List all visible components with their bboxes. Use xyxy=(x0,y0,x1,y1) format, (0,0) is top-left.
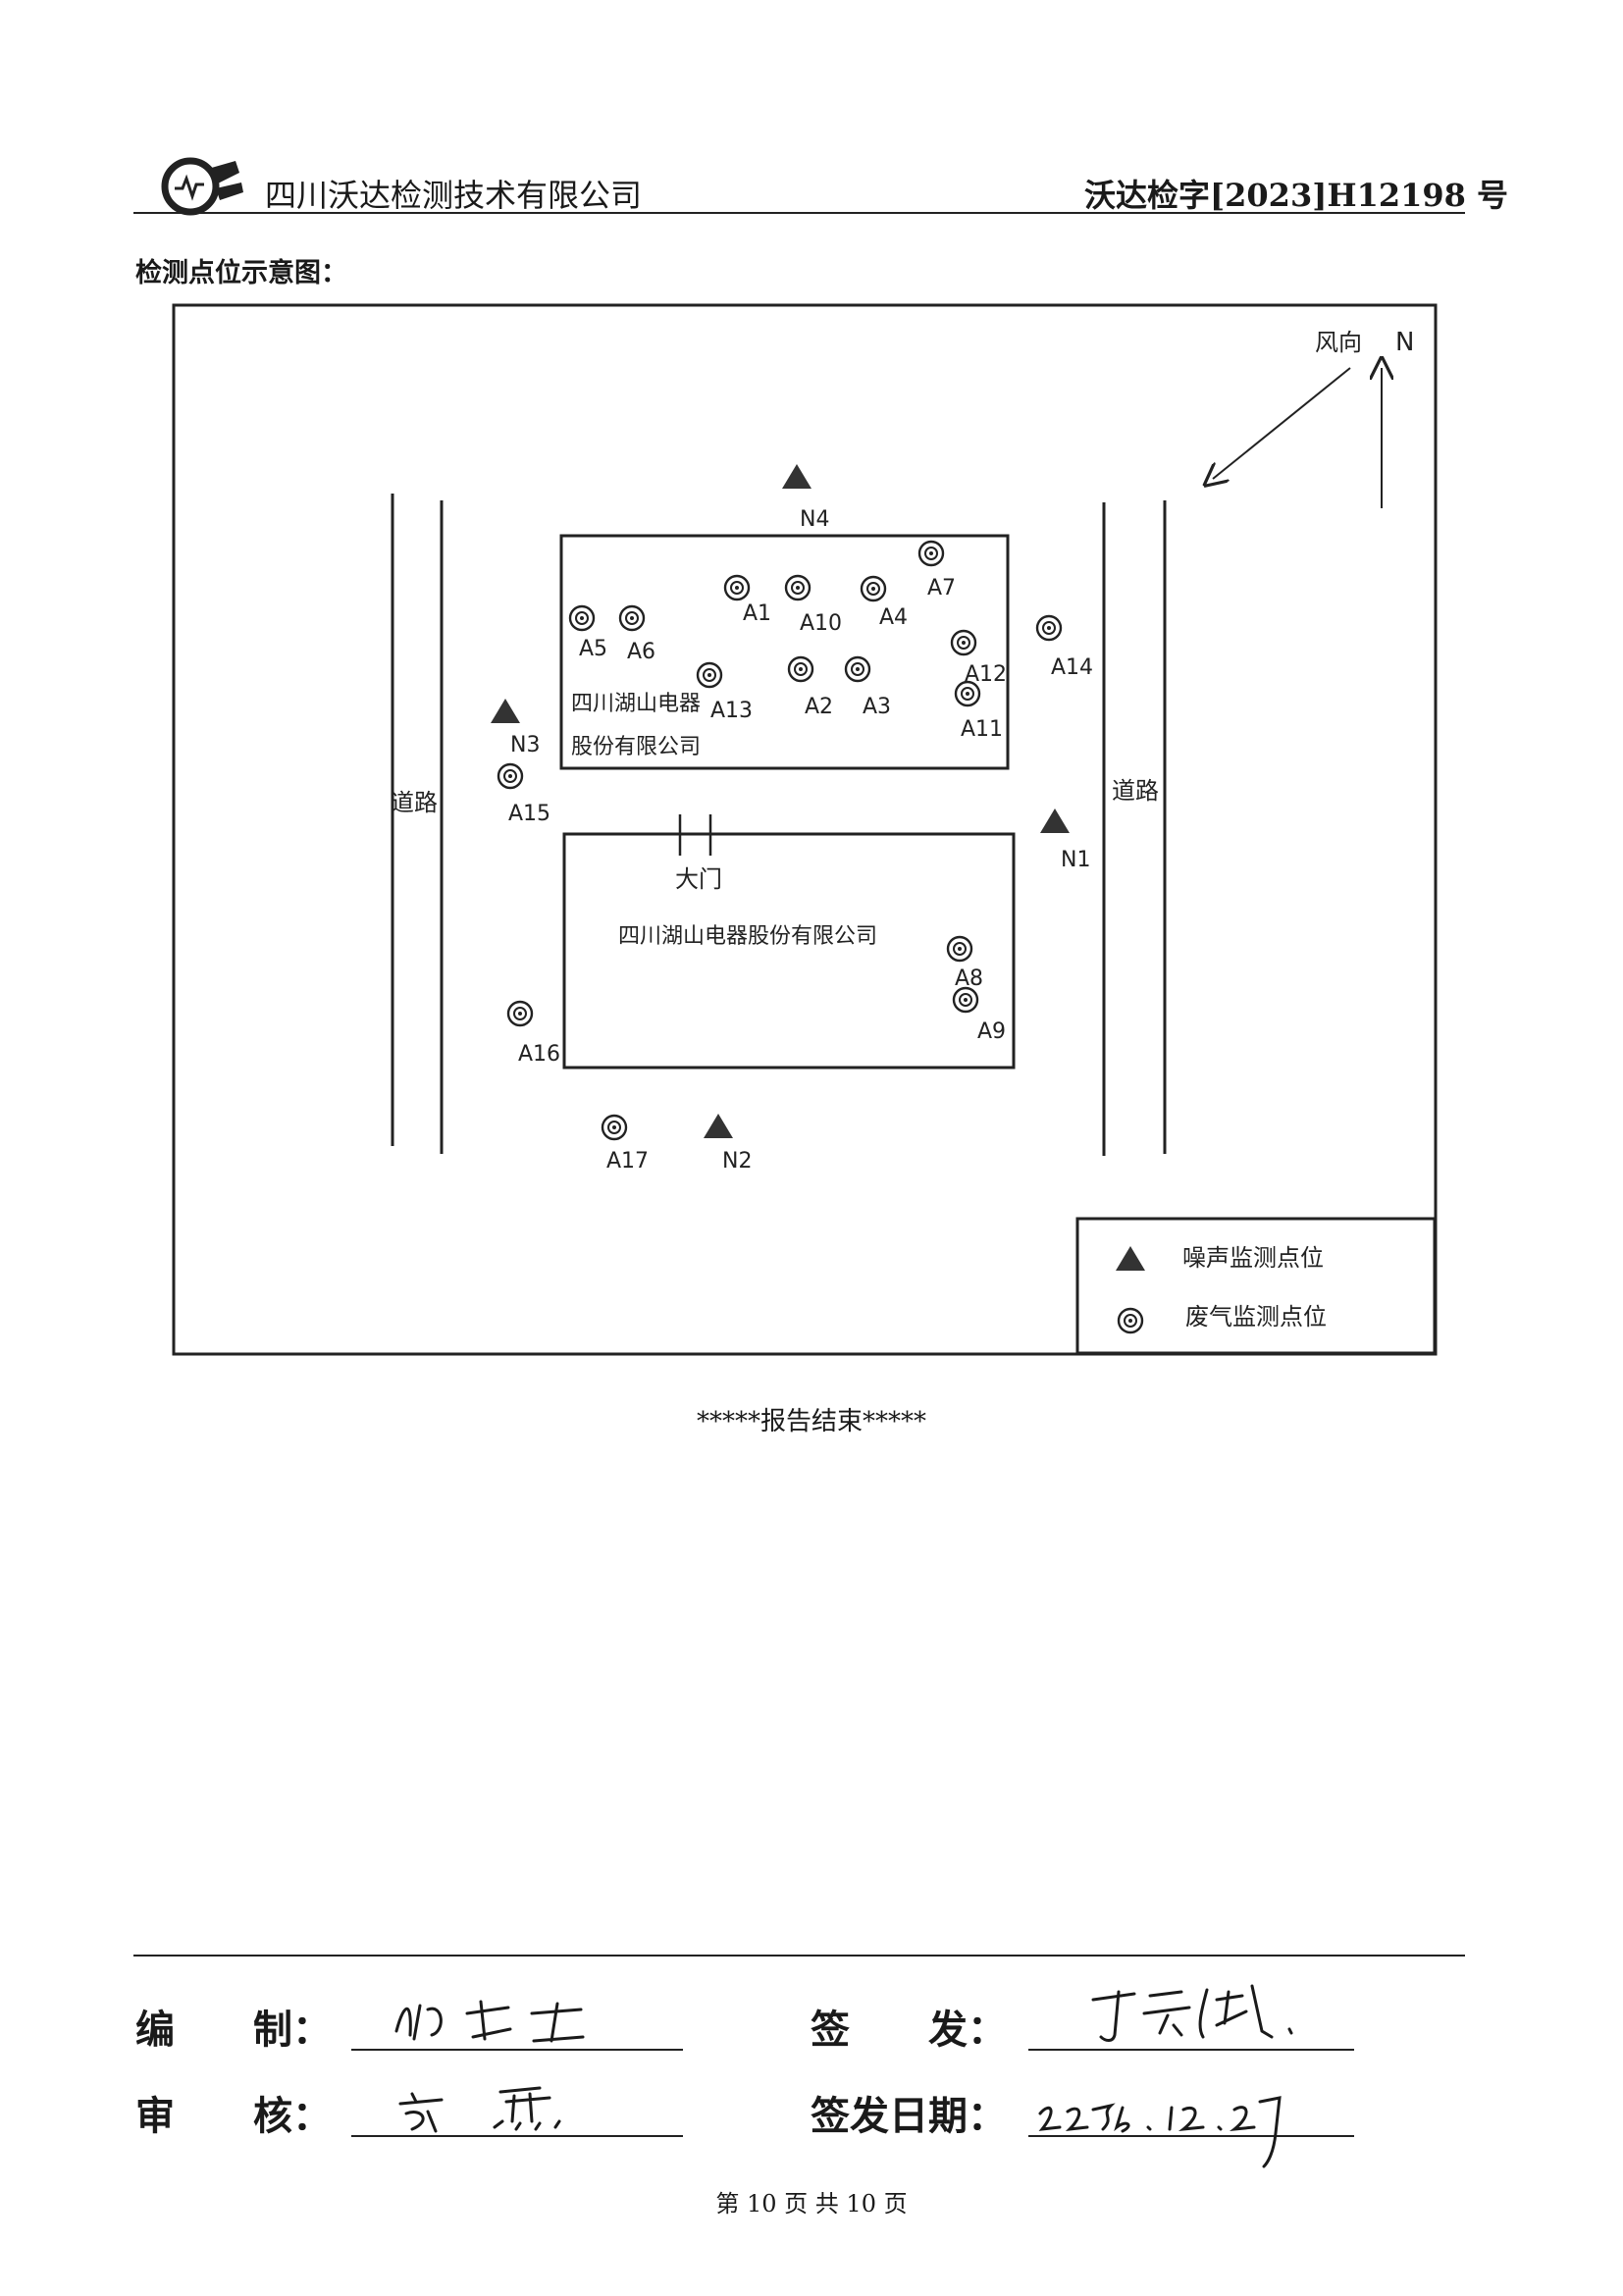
gas-point-label: A13 xyxy=(710,699,753,723)
page-number: 第 10 页 共 10 页 xyxy=(715,2190,908,2218)
building-north-name: 四川湖山电器 xyxy=(571,692,701,716)
review-label: 审 核： xyxy=(135,2094,332,2139)
gas-point-label: A7 xyxy=(927,576,956,600)
gas-point-label: A15 xyxy=(508,802,550,826)
monitoring-point-diagram: 风向 N 道路 道路 四川湖山电器 股份有限公司 大门 四川湖山电器股份有限公司… xyxy=(172,303,1438,1356)
footer-divider xyxy=(133,1955,1465,1957)
gas-point-icon xyxy=(497,762,524,790)
gate-label: 大门 xyxy=(675,865,722,893)
issue-date-handwritten xyxy=(1038,2096,1282,2168)
gas-point-icon xyxy=(844,655,871,683)
road-right-label: 道路 xyxy=(1112,777,1159,805)
gas-point-icon xyxy=(601,1114,628,1141)
issuer-signature xyxy=(1091,1984,1293,2042)
gas-point-icon xyxy=(696,661,723,689)
compile-label: 编 制： xyxy=(135,2008,332,2053)
legend-box xyxy=(1075,1217,1437,1355)
issue-signature-line xyxy=(1028,2049,1354,2051)
gas-point-icon xyxy=(784,574,812,601)
gas-point-label: A3 xyxy=(863,695,891,719)
gas-point-label: A8 xyxy=(955,966,983,991)
compiler-signature xyxy=(394,2000,585,2043)
wind-arrow-icon xyxy=(1213,367,1351,479)
gas-legend-icon xyxy=(1117,1307,1144,1334)
road-left-label: 道路 xyxy=(391,789,438,816)
gas-point-icon xyxy=(1035,614,1063,642)
building-north-name: 股份有限公司 xyxy=(571,735,701,759)
gas-point-icon xyxy=(568,604,596,632)
gas-point-label: A11 xyxy=(961,717,1003,742)
gas-point-label: A4 xyxy=(879,605,908,630)
noise-point-icon xyxy=(782,464,812,489)
report-code: 沃达检字[2023]H12198 号 xyxy=(1084,177,1509,214)
gas-point-icon xyxy=(723,574,751,601)
legend-gas-label: 废气监测点位 xyxy=(1185,1303,1327,1331)
gas-point-icon xyxy=(950,629,977,656)
reviewer-signature xyxy=(398,2086,561,2133)
building-south-name: 四川湖山电器股份有限公司 xyxy=(618,924,877,949)
noise-point-label: N1 xyxy=(1061,848,1090,872)
wind-label: 风向 xyxy=(1315,329,1362,356)
building-south xyxy=(562,832,1016,1070)
building-north xyxy=(559,534,1010,770)
gas-point-label: A6 xyxy=(627,640,655,664)
gas-point-icon xyxy=(860,575,887,602)
gas-point-label: A5 xyxy=(579,637,607,661)
gas-point-label: A17 xyxy=(606,1149,649,1174)
company-name: 四川沃达检测技术有限公司 xyxy=(265,177,643,214)
noise-point-icon xyxy=(1040,809,1070,833)
gas-point-icon xyxy=(917,540,945,567)
gas-point-label: A9 xyxy=(977,1019,1006,1044)
legend-noise-label: 噪声监测点位 xyxy=(1182,1244,1324,1272)
section-title: 检测点位示意图： xyxy=(135,258,347,288)
report-end-marker: *****报告结束***** xyxy=(696,1407,926,1436)
gas-point-label: A14 xyxy=(1051,655,1093,680)
north-label: N xyxy=(1395,328,1414,357)
issue-date-line xyxy=(1028,2135,1354,2137)
compile-signature-line xyxy=(351,2049,683,2051)
gas-point-label: A1 xyxy=(743,601,771,626)
noise-point-label: N2 xyxy=(722,1149,752,1174)
issue-label: 签 发： xyxy=(811,2008,1007,2053)
gas-point-icon xyxy=(946,935,973,963)
gas-point-icon xyxy=(506,1000,534,1027)
header-divider xyxy=(133,212,1465,214)
review-signature-line xyxy=(351,2135,683,2137)
noise-point-icon xyxy=(491,699,520,723)
issue-date-label: 签发日期： xyxy=(811,2094,1007,2139)
gas-point-label: A16 xyxy=(518,1042,560,1067)
noise-point-icon xyxy=(704,1114,733,1138)
gas-point-label: A2 xyxy=(805,695,833,719)
gas-point-label: A10 xyxy=(800,611,842,636)
gas-point-icon xyxy=(952,986,979,1014)
gas-point-icon xyxy=(787,655,814,683)
noise-point-label: N3 xyxy=(510,733,540,757)
noise-point-label: N4 xyxy=(800,507,829,532)
gas-point-icon xyxy=(618,604,646,632)
diagram-frame xyxy=(172,303,1438,1356)
noise-legend-icon xyxy=(1116,1246,1145,1271)
